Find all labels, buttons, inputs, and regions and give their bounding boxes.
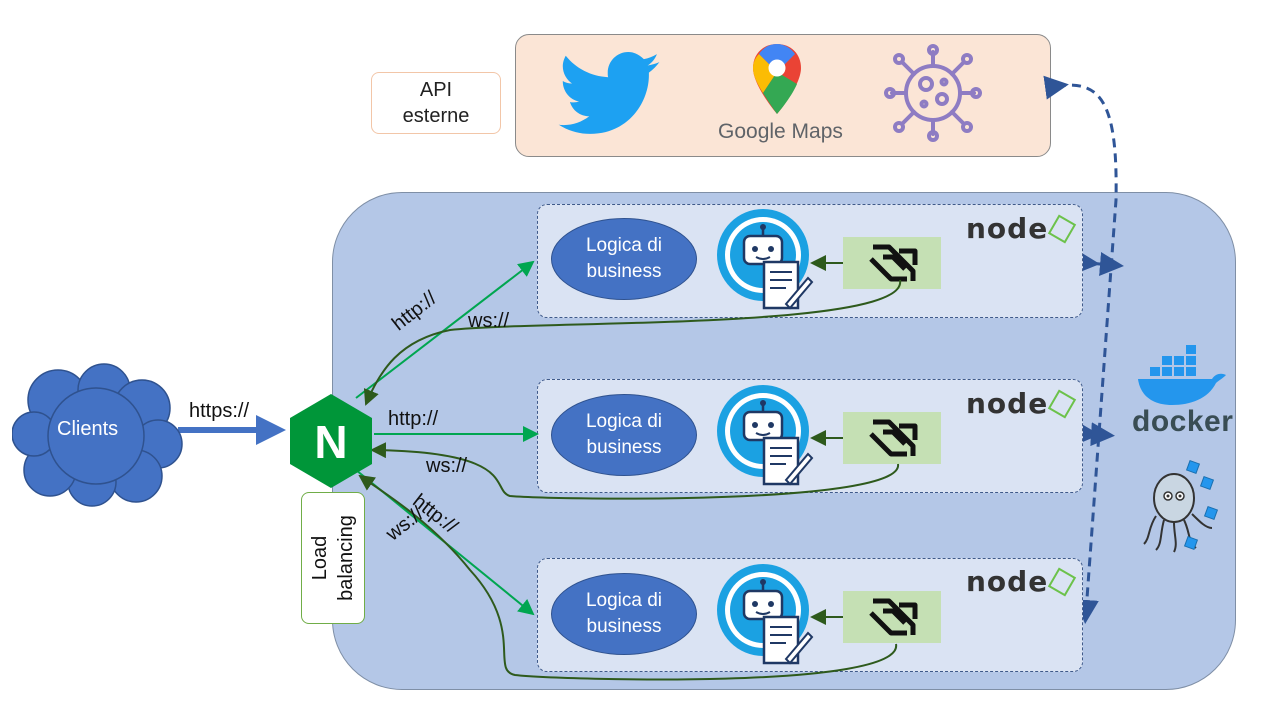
load-balancing-label: Load balancing <box>301 492 365 624</box>
websocket-icon <box>843 412 941 464</box>
nodejs-logo: node <box>966 565 1077 598</box>
business-logic-1: Logica di business <box>551 218 697 300</box>
twitter-icon <box>558 52 660 134</box>
nodejs-logo: node <box>966 212 1077 245</box>
bot-icon <box>717 385 814 486</box>
svg-text:N: N <box>314 416 347 468</box>
docker-icon <box>1138 345 1226 405</box>
clients-cloud <box>12 363 183 507</box>
websocket-icon <box>843 237 941 289</box>
nginx-icon: N <box>290 394 372 488</box>
nodejs-logo: node <box>966 387 1077 420</box>
external-api-label: API esterne <box>371 72 501 134</box>
http-label-2: http:// <box>388 408 439 430</box>
ws-label-1: ws:// <box>468 310 510 332</box>
google-maps-caption: Google Maps <box>718 120 843 143</box>
docker-label: docker <box>1132 405 1234 438</box>
bot-icon <box>717 209 814 310</box>
bot-icon <box>717 564 814 665</box>
websocket-icon <box>843 591 941 643</box>
business-logic-2: Logica di business <box>551 394 697 476</box>
ws-label-2: ws:// <box>426 455 468 477</box>
clients-label: Clients <box>57 418 119 440</box>
docker-compose-icon <box>1143 459 1219 553</box>
google-maps-icon <box>753 44 801 114</box>
business-logic-3: Logica di business <box>551 573 697 655</box>
virus-icon <box>884 44 982 142</box>
https-label: https:// <box>189 400 250 422</box>
